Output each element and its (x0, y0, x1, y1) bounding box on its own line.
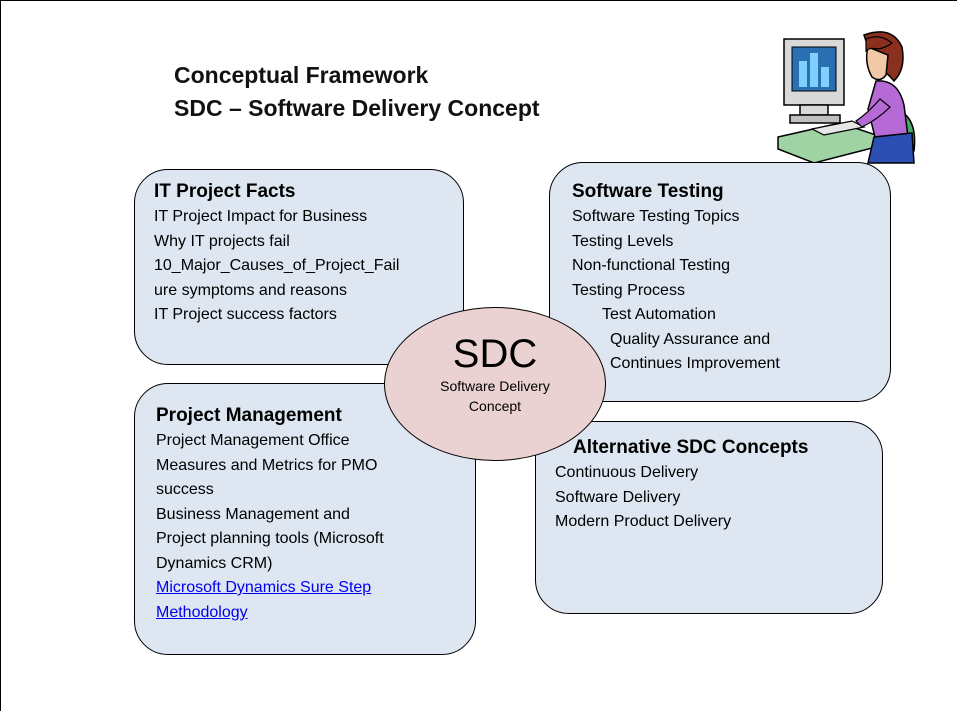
list-item: Project Management Office (156, 432, 350, 449)
list-item: Testing Process (572, 281, 685, 299)
list-item: Test Automation (602, 306, 716, 323)
software-testing-heading: Software Testing (572, 181, 724, 202)
page-title: Conceptual Framework SDC – Software Deli… (174, 59, 540, 125)
list-item: success (156, 481, 214, 498)
project-management-heading: Project Management (156, 405, 342, 426)
list-item: ure symptoms and reasons (154, 281, 347, 299)
it-project-facts-heading: IT Project Facts (154, 181, 296, 202)
list-item: Continues Improvement (610, 355, 780, 372)
sdc-label-line-1: Software Delivery (440, 378, 550, 394)
list-item: Measures and Metrics for PMO (156, 456, 378, 474)
list-item: Testing Levels (572, 232, 674, 250)
sdc-label-line-2: Concept (468, 398, 522, 414)
sdc-center-ellipse: SDC Software Delivery Concept (384, 307, 606, 461)
list-item: IT Project Impact for Business (154, 208, 368, 225)
list-item: Non-functional Testing (572, 257, 731, 274)
woman-at-computer-icon (777, 31, 916, 164)
list-item: Quality Assurance and (610, 330, 771, 348)
it-project-facts-box: IT Project Facts IT Project Impact for B… (134, 169, 464, 365)
list-item: Modern Product Delivery (555, 513, 732, 530)
sure-step-link-continued[interactable]: Methodology (156, 603, 248, 621)
title-line-2: SDC – Software Delivery Concept (174, 95, 540, 121)
title-line-1: Conceptual Framework (174, 62, 429, 88)
list-item: Software Delivery (555, 488, 681, 506)
list-item: Software Testing Topics (572, 208, 740, 225)
list-item: Project planning tools (Microsoft (156, 530, 384, 547)
list-item: Why IT projects fail (154, 232, 290, 250)
list-item: Business Management and (156, 505, 350, 523)
list-item: Dynamics CRM) (156, 554, 273, 572)
alternative-sdc-box: Alternative SDC Concepts Continuous Deli… (535, 421, 883, 614)
list-item: Continuous Delivery (555, 464, 699, 481)
list-item: 10_Major_Causes_of_Project_Fail (154, 257, 400, 274)
sdc-abbreviation: SDC (452, 332, 538, 376)
list-item: IT Project success factors (154, 306, 337, 323)
software-testing-box: Software Testing Software Testing Topics… (549, 162, 891, 402)
sure-step-link[interactable]: Microsoft Dynamics Sure Step (156, 579, 372, 596)
alternative-sdc-heading: Alternative SDC Concepts (573, 437, 809, 458)
